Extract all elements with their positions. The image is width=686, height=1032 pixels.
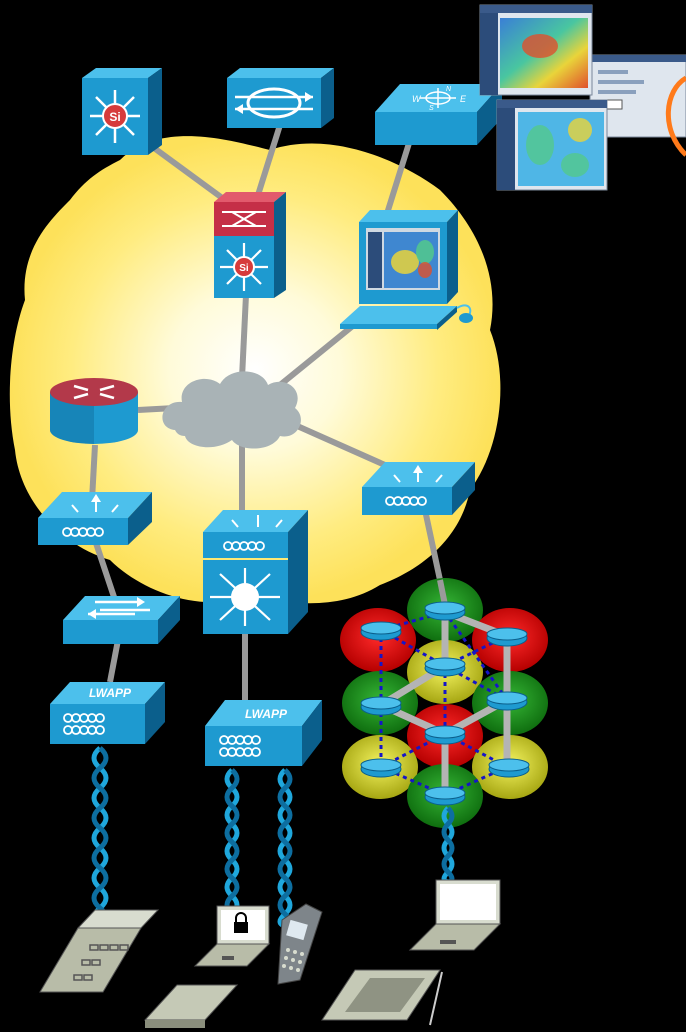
wcs-management-station[interactable] <box>340 210 473 330</box>
mesh-ap-10[interactable] <box>424 786 466 806</box>
wlan-controller-right[interactable] <box>362 462 475 515</box>
si-label-distribution: Si <box>239 263 249 274</box>
lwapp-label-left: LWAPP <box>89 686 132 700</box>
optical-router[interactable] <box>227 68 334 128</box>
compass-e: E <box>460 94 467 104</box>
client-tablet-left[interactable] <box>143 984 239 1028</box>
client-wifi-phone[interactable] <box>277 903 323 985</box>
mesh-ap-7[interactable] <box>424 725 466 745</box>
access-switch-left[interactable] <box>63 596 180 644</box>
core-switch[interactable]: Si <box>82 68 162 155</box>
wlan-controller-switch-stack[interactable] <box>203 510 308 634</box>
wan-router[interactable] <box>50 378 138 444</box>
mesh-ap-4[interactable] <box>424 657 466 677</box>
mesh-ap-2[interactable] <box>360 621 402 641</box>
client-laptop-secure[interactable] <box>193 905 271 967</box>
location-appliance[interactable]: W E N S <box>375 84 502 145</box>
si-badge <box>102 103 128 129</box>
client-laptop-mesh[interactable] <box>408 879 502 951</box>
network-cloud[interactable] <box>162 371 301 449</box>
client-tablet-right[interactable] <box>321 969 443 1026</box>
callout-arc <box>665 75 686 157</box>
access-point-center[interactable]: LWAPP <box>205 700 322 766</box>
wlan-controller-left[interactable] <box>38 492 152 545</box>
client-pda[interactable] <box>39 909 160 993</box>
mesh-access-points[interactable] <box>360 601 530 806</box>
mesh-ap-6[interactable] <box>486 691 528 711</box>
compass-s: S <box>429 105 434 112</box>
mesh-ap-3[interactable] <box>486 627 528 647</box>
mesh-ap-5[interactable] <box>360 696 402 716</box>
network-links <box>89 124 443 705</box>
compass-w: W <box>412 94 422 104</box>
compass-n: N <box>446 86 452 93</box>
firewall-distribution-switch[interactable]: Si <box>214 192 286 298</box>
lock-icon <box>234 912 248 933</box>
mesh-ap-9[interactable] <box>488 758 530 778</box>
lwapp-label-center: LWAPP <box>245 707 288 721</box>
access-point-left[interactable]: LWAPP <box>50 682 165 744</box>
wireless-waves <box>91 746 455 943</box>
mesh-ap-1[interactable] <box>424 601 466 621</box>
si-label: Si <box>109 110 120 124</box>
compass-icon: W E N S <box>412 86 467 112</box>
heatmap-screenshots <box>479 4 686 191</box>
mesh-ap-8[interactable] <box>360 758 402 778</box>
